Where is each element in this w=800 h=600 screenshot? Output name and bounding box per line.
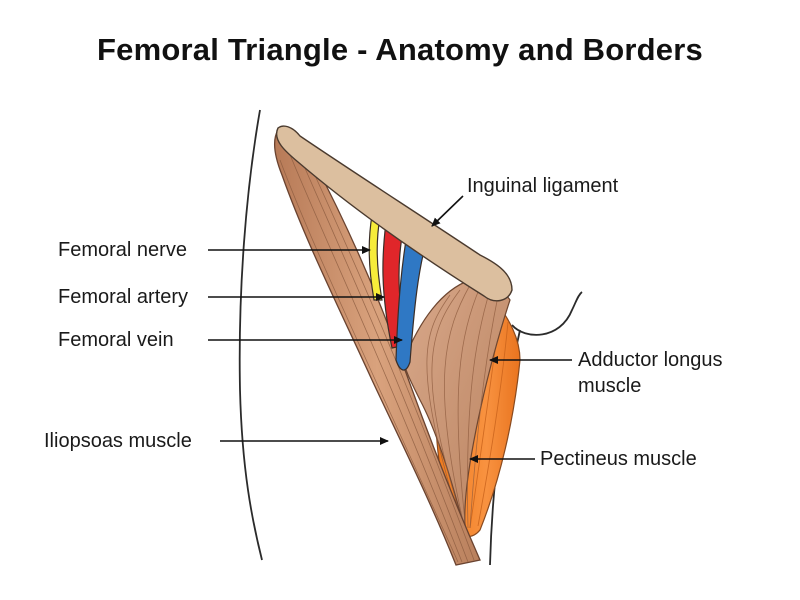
thigh-outline-left — [238, 109, 263, 561]
pectineus-fibers — [426, 284, 499, 531]
label-femoral-nerve: Femoral nerve — [58, 239, 187, 261]
label-femoral-artery: Femoral artery — [58, 286, 189, 308]
femoral-vein — [395, 227, 429, 371]
groin-outline — [511, 291, 583, 336]
label-inguinal-ligament: Inguinal ligament — [467, 175, 619, 197]
label-adductor-longus-line1: Adductor longus — [578, 349, 723, 371]
label-femoral-vein: Femoral vein — [58, 329, 174, 351]
page-title: Femoral Triangle - Anatomy and Borders — [97, 32, 703, 67]
label-adductor-longus-line2: muscle — [578, 375, 642, 397]
label-iliopsoas-muscle: Iliopsoas muscle — [44, 430, 192, 452]
label-pectineus-muscle: Pectineus muscle — [540, 448, 697, 470]
arrow-inguinal-ligament — [431, 195, 464, 227]
inguinal-ligament — [275, 125, 513, 302]
